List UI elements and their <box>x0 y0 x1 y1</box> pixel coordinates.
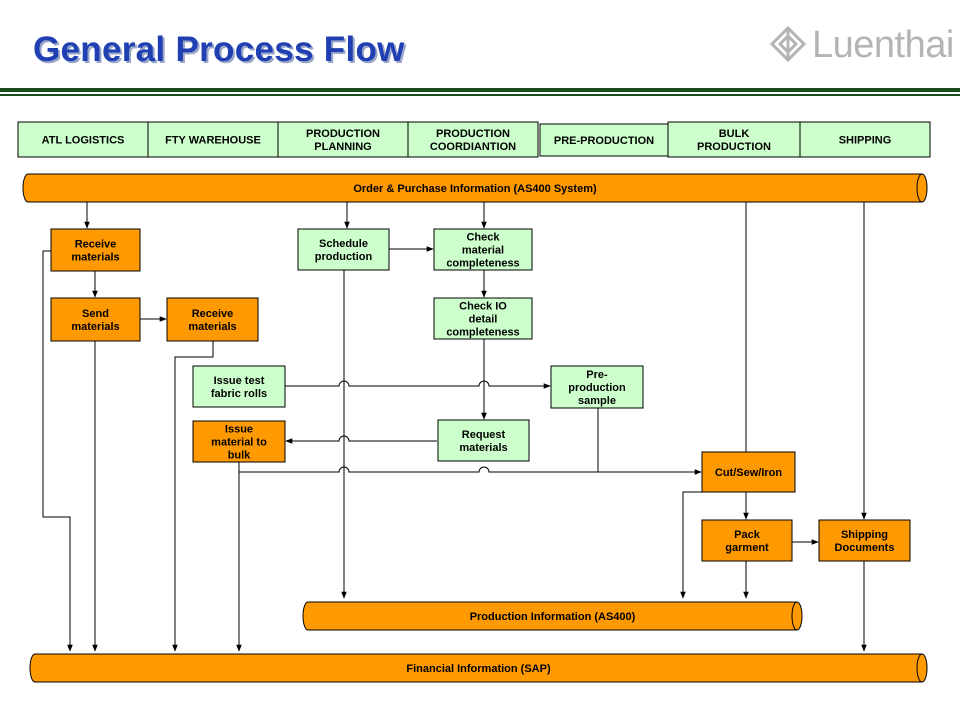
check-material-completeness-label: Check <box>466 232 500 244</box>
receive-materials-fty-label: materials <box>188 321 236 333</box>
dept-production-coordination-label: COORDIANTION <box>430 141 516 153</box>
cut-sew-iron-label: Cut/Sew/Iron <box>715 467 783 479</box>
production-info-system-label: Production Information (AS400) <box>470 611 636 623</box>
shipping-documents-label: Documents <box>835 542 895 554</box>
dept-atl-logistics: ATL LOGISTICS <box>17 121 149 158</box>
page-title: General Process Flow <box>33 30 405 69</box>
receive-materials-atl-label: Receive <box>75 239 117 251</box>
dept-fty-warehouse: FTY WAREHOUSE <box>147 121 279 158</box>
dept-bulk-production-label: BULK <box>719 128 750 140</box>
shipping-documents-label: Shipping <box>841 529 888 541</box>
arrow-request-to-issue-bulk <box>285 435 437 444</box>
luenthai-logo-icon <box>769 25 807 63</box>
schedule-production-label: Schedule <box>319 238 368 250</box>
check-io-detail-completeness-label: detail <box>469 314 498 326</box>
request-materials-label: Request <box>462 429 506 441</box>
check-io-detail-completeness-label: completeness <box>446 327 519 339</box>
connector-lines <box>42 202 867 652</box>
send-materials-label: Send <box>82 308 109 320</box>
issue-material-to-bulk-label: material to <box>211 437 267 449</box>
order-purchase-system: Order & Purchase Information (AS400 Syst… <box>22 173 928 203</box>
logo-text: Luenthai <box>812 24 954 66</box>
dept-bulk-production-label: PRODUCTION <box>697 141 771 153</box>
send-materials-label: materials <box>71 321 119 333</box>
issue-material-to-bulk-label: bulk <box>228 450 251 462</box>
pre-production-sample-label: sample <box>578 395 616 407</box>
receive-materials-atl-label: materials <box>71 252 119 264</box>
financial-info-system-label: Financial Information (SAP) <box>406 663 551 675</box>
check-material-completeness-label: material <box>462 245 504 257</box>
issue-material-to-bulk-label: Issue <box>225 424 253 436</box>
pack-garment-label: Pack <box>734 529 761 541</box>
arrow-fty-receive-to-financial <box>172 341 214 652</box>
schedule-production-label: production <box>315 251 373 263</box>
dept-shipping: SHIPPING <box>799 121 931 158</box>
arrow-issue-bulk-to-cut-sew <box>239 466 702 475</box>
dept-production-planning-label: PLANNING <box>314 141 371 153</box>
issue-test-fabric-rolls-label: Issue test <box>214 375 265 387</box>
title-divider-thin <box>0 94 960 96</box>
check-io-detail-completeness-label: Check IO <box>459 301 507 313</box>
request-materials-label: materials <box>459 442 507 454</box>
check-material-completeness-label: completeness <box>446 258 519 270</box>
dept-production-planning-label: PRODUCTION <box>306 128 380 140</box>
arrow-issue-test-to-preproduction <box>285 380 551 389</box>
issue-test-fabric-rolls-label: fabric rolls <box>211 388 267 400</box>
title-divider <box>0 88 960 92</box>
dept-pre-production: PRE-PRODUCTION <box>539 123 669 157</box>
dept-production-coordination-label: PRODUCTION <box>436 128 510 140</box>
dept-atl-logistics-label: ATL LOGISTICS <box>42 135 125 147</box>
pre-production-sample-label: Pre- <box>586 369 608 381</box>
production-info-system: Production Information (AS400) <box>302 601 803 631</box>
dept-fty-warehouse-label: FTY WAREHOUSE <box>165 135 261 147</box>
dept-shipping-label: SHIPPING <box>839 135 892 147</box>
order-purchase-system-label: Order & Purchase Information (AS400 Syst… <box>353 183 597 195</box>
dept-pre-production-label: PRE-PRODUCTION <box>554 135 654 147</box>
receive-materials-fty-label: Receive <box>192 308 234 320</box>
cut-sew-iron-step: Cut/Sew/Iron <box>701 451 796 493</box>
pre-production-sample-label: production <box>568 382 626 394</box>
arrow-receive-to-financial <box>42 250 73 652</box>
financial-info-system: Financial Information (SAP) <box>29 653 928 683</box>
pack-garment-label: garment <box>725 542 769 554</box>
